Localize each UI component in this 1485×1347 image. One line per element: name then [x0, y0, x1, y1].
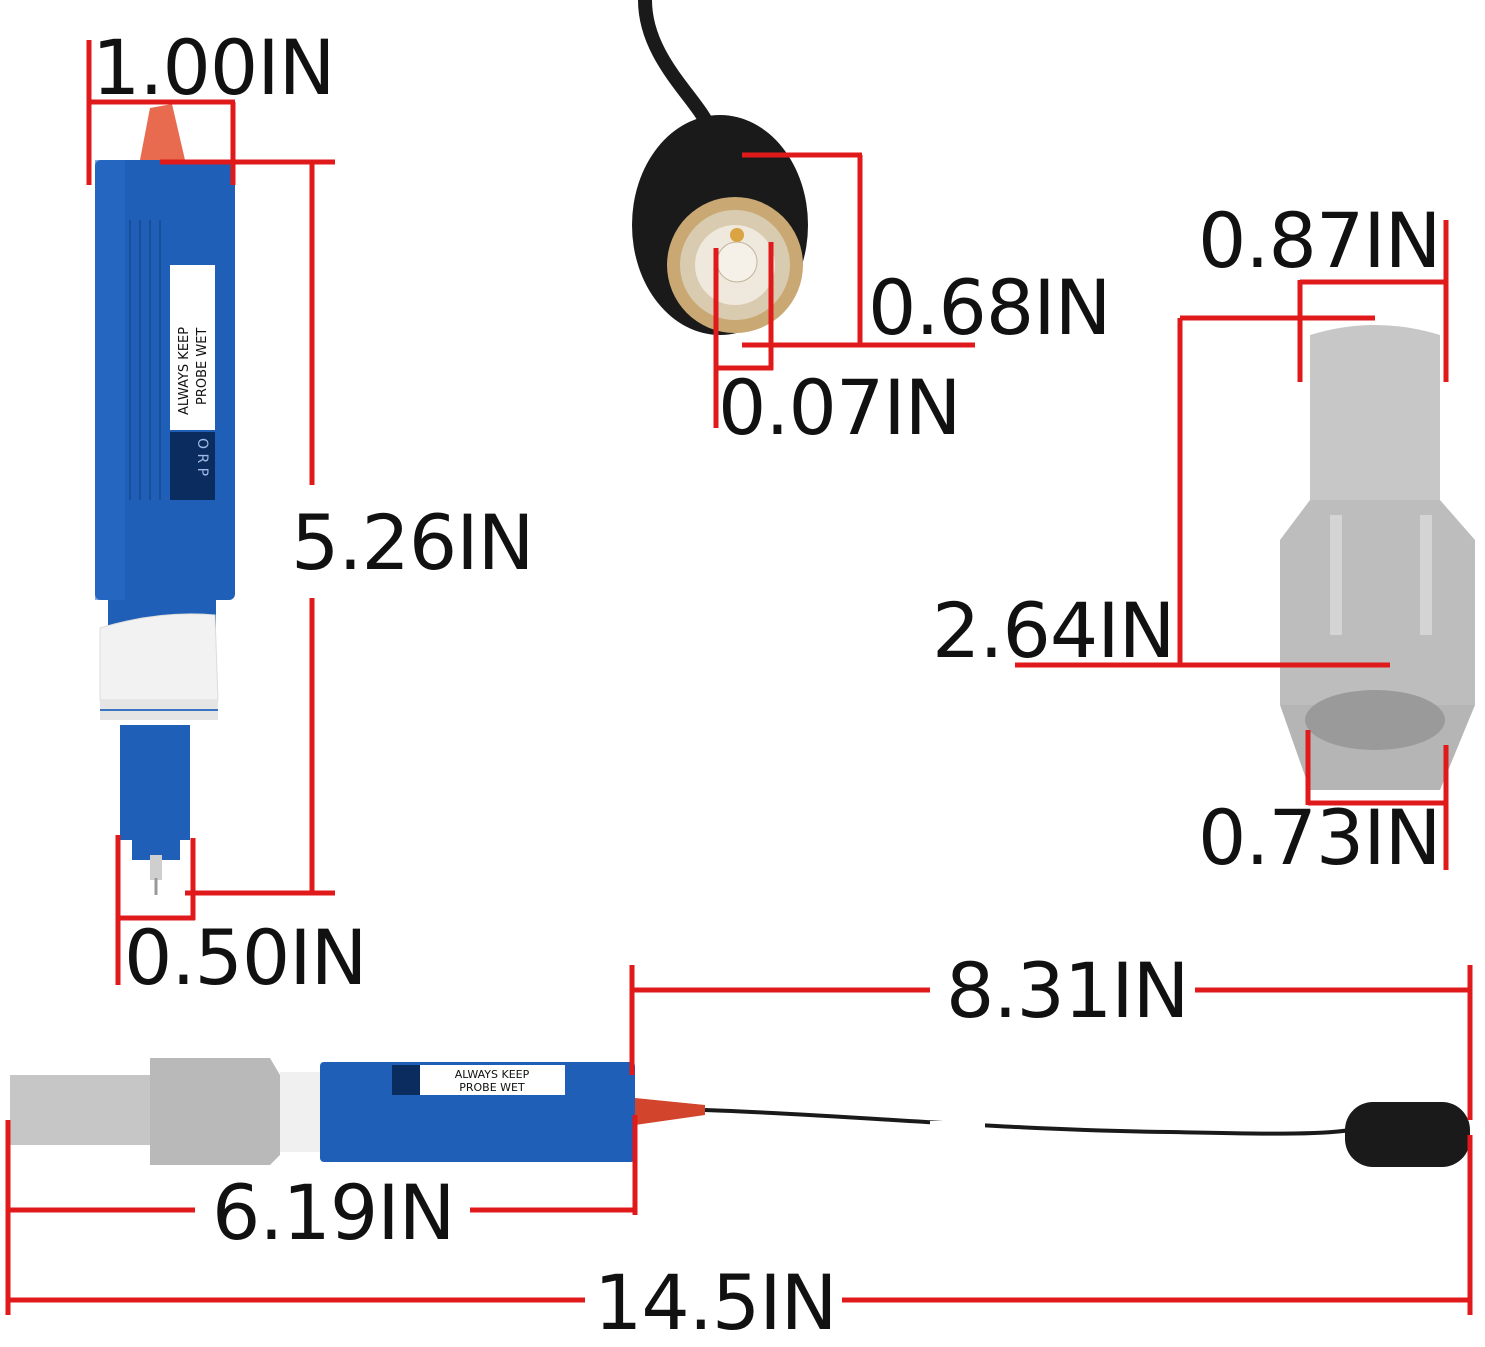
dimension-cable-length: 8.31IN	[940, 953, 1195, 1029]
dimension-total-length: 14.5IN	[588, 1265, 843, 1341]
dimension-cap-bottom-diameter: 0.73IN	[1198, 793, 1441, 882]
dimension-probe-with-cap-length: 6.19IN	[206, 1175, 461, 1251]
dimension-cap-length: 2.64IN	[932, 586, 1175, 675]
bnc-connector-icon	[632, 0, 808, 335]
horizontal-warning-line2: PROBE WET	[459, 1081, 525, 1094]
dimension-probe-tip-width: 1.00IN	[92, 23, 335, 112]
probe-type-label: O R P	[194, 438, 210, 476]
dimension-probe-body-length: 5.26IN	[285, 505, 540, 581]
horizontal-warning-line1: ALWAYS KEEP	[455, 1068, 530, 1081]
orp-probe-vertical-icon: ALWAYS KEEP PROBE WET O R P	[95, 104, 235, 895]
warning-label-line1: ALWAYS KEEP	[177, 327, 192, 415]
dimension-lines	[5, 40, 1473, 1315]
dimension-bnc-outer-diameter: 0.68IN	[868, 263, 1111, 352]
dimension-probe-sensor-width: 0.50IN	[124, 913, 367, 1002]
orp-probe-horizontal-icon: ALWAYS KEEP PROBE WET	[10, 1058, 1470, 1167]
protective-cap-icon	[1280, 325, 1475, 790]
warning-label-line2: PROBE WET	[195, 328, 210, 405]
dimension-bnc-pin-diameter: 0.07IN	[718, 363, 961, 452]
dimension-cap-top-diameter: 0.87IN	[1198, 196, 1441, 285]
